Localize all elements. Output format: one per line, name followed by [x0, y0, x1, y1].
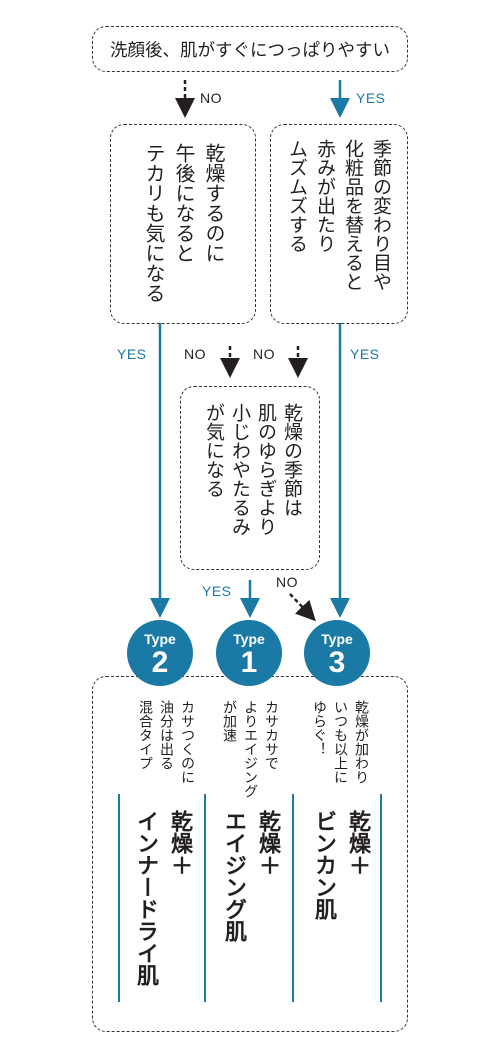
question-top-text: 洗顔後、肌がすぐにつっぱりやすい: [110, 40, 390, 61]
question-right-text: 季節の変わり目や 化粧品を替えると 赤みが出たり ムズムズする: [286, 139, 392, 291]
question-top-box: 洗顔後、肌がすぐにつっぱりやすい: [92, 26, 408, 72]
label-yes-left: YES: [117, 346, 147, 362]
question-right-box: 季節の変わり目や 化粧品を替えると 赤みが出たり ムズムズする: [270, 124, 408, 324]
label-yes-right: YES: [350, 346, 380, 362]
label-yes-mid: YES: [202, 583, 232, 599]
type-3-divider-left: [292, 794, 294, 1002]
type-badge-3-number: 3: [328, 646, 346, 679]
type-3-desc: 乾燥が加わり いつも以上に ゆらぐ！: [311, 700, 369, 784]
type-badge-1-number: 1: [240, 646, 258, 679]
type-badge-3: Type 3: [304, 620, 370, 686]
type-3-name: 乾燥＋ ビンカン肌: [311, 810, 370, 920]
type-2-name: 乾燥＋ インナードライ肌: [133, 810, 192, 986]
type-badge-1: Type 1: [216, 620, 282, 686]
type-2-divider: [118, 794, 120, 1002]
label-no-mid-left: NO: [184, 346, 206, 362]
label-no-diag: NO: [276, 574, 298, 590]
type-badge-1-word: Type: [233, 631, 265, 647]
label-no-top: NO: [200, 90, 222, 106]
type-2-desc: カサつくのに 油分は出る 混合タイプ: [137, 700, 195, 784]
type-1-desc: カサカサで よりエイジング が加速: [221, 700, 279, 798]
question-mid-text: 乾燥の季節は 肌のゆらぎより 小じわやたるみ が気になる: [203, 403, 303, 536]
label-no-mid-right: NO: [253, 346, 275, 362]
type-badge-2-word: Type: [144, 631, 176, 647]
type-3-divider-right: [380, 794, 382, 1002]
type-badge-2-number: 2: [151, 646, 169, 679]
type-1-name: 乾燥＋ エイジング肌: [221, 810, 280, 942]
type-1-divider: [204, 794, 206, 1002]
arrow-no-diag: [289, 593, 316, 622]
question-left-text: 乾燥するのに 午後になると テカリも気になる: [142, 143, 226, 303]
question-left-box: 乾燥するのに 午後になると テカリも気になる: [110, 124, 256, 324]
question-mid-box: 乾燥の季節は 肌のゆらぎより 小じわやたるみ が気になる: [180, 386, 320, 570]
type-badge-3-word: Type: [321, 631, 353, 647]
type-badge-2: Type 2: [127, 620, 193, 686]
label-yes-top: YES: [356, 90, 386, 106]
